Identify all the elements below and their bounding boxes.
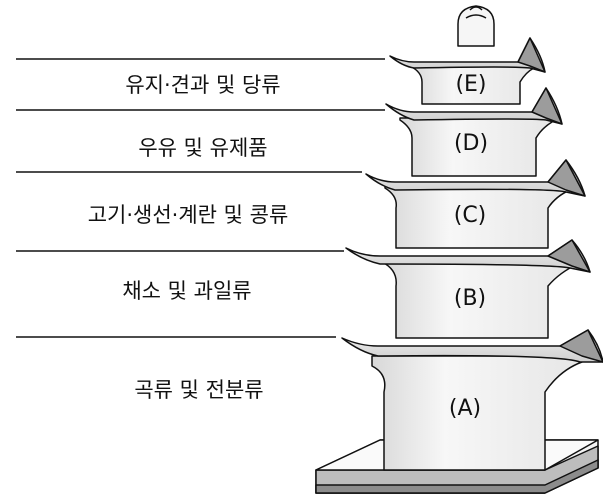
tier-b-roof — [345, 239, 591, 273]
category-labels: 유지·견과 및 당류 우유 및 유제품 고기·생선·계란 및 콩류 채소 및 과… — [88, 73, 289, 402]
tier-d-body — [399, 117, 553, 177]
tier-a-body — [371, 355, 583, 471]
label-b: 채소 및 과일류 — [122, 279, 251, 303]
tier-marker-b: (B) — [454, 286, 486, 311]
tier-d-roof — [385, 87, 563, 125]
divider-lines — [16, 58, 385, 338]
tier-e-roof — [389, 37, 546, 73]
label-d: 우유 및 유제품 — [138, 136, 267, 160]
tier-a-roof — [341, 329, 603, 363]
tier-markers: (E) (D) (C) (B) (A) — [449, 72, 488, 421]
label-e: 유지·견과 및 당류 — [125, 73, 280, 97]
label-c: 고기·생선·계란 및 콩류 — [88, 203, 289, 227]
pagoda — [315, 5, 603, 494]
pagoda-finial — [457, 5, 495, 47]
tier-c-roof — [365, 159, 586, 197]
tier-marker-a: (A) — [449, 396, 481, 421]
tier-marker-d: (D) — [454, 131, 488, 156]
tier-marker-e: (E) — [455, 72, 486, 97]
label-a: 곡류 및 전분류 — [134, 378, 263, 402]
tier-marker-c: (C) — [454, 203, 487, 228]
